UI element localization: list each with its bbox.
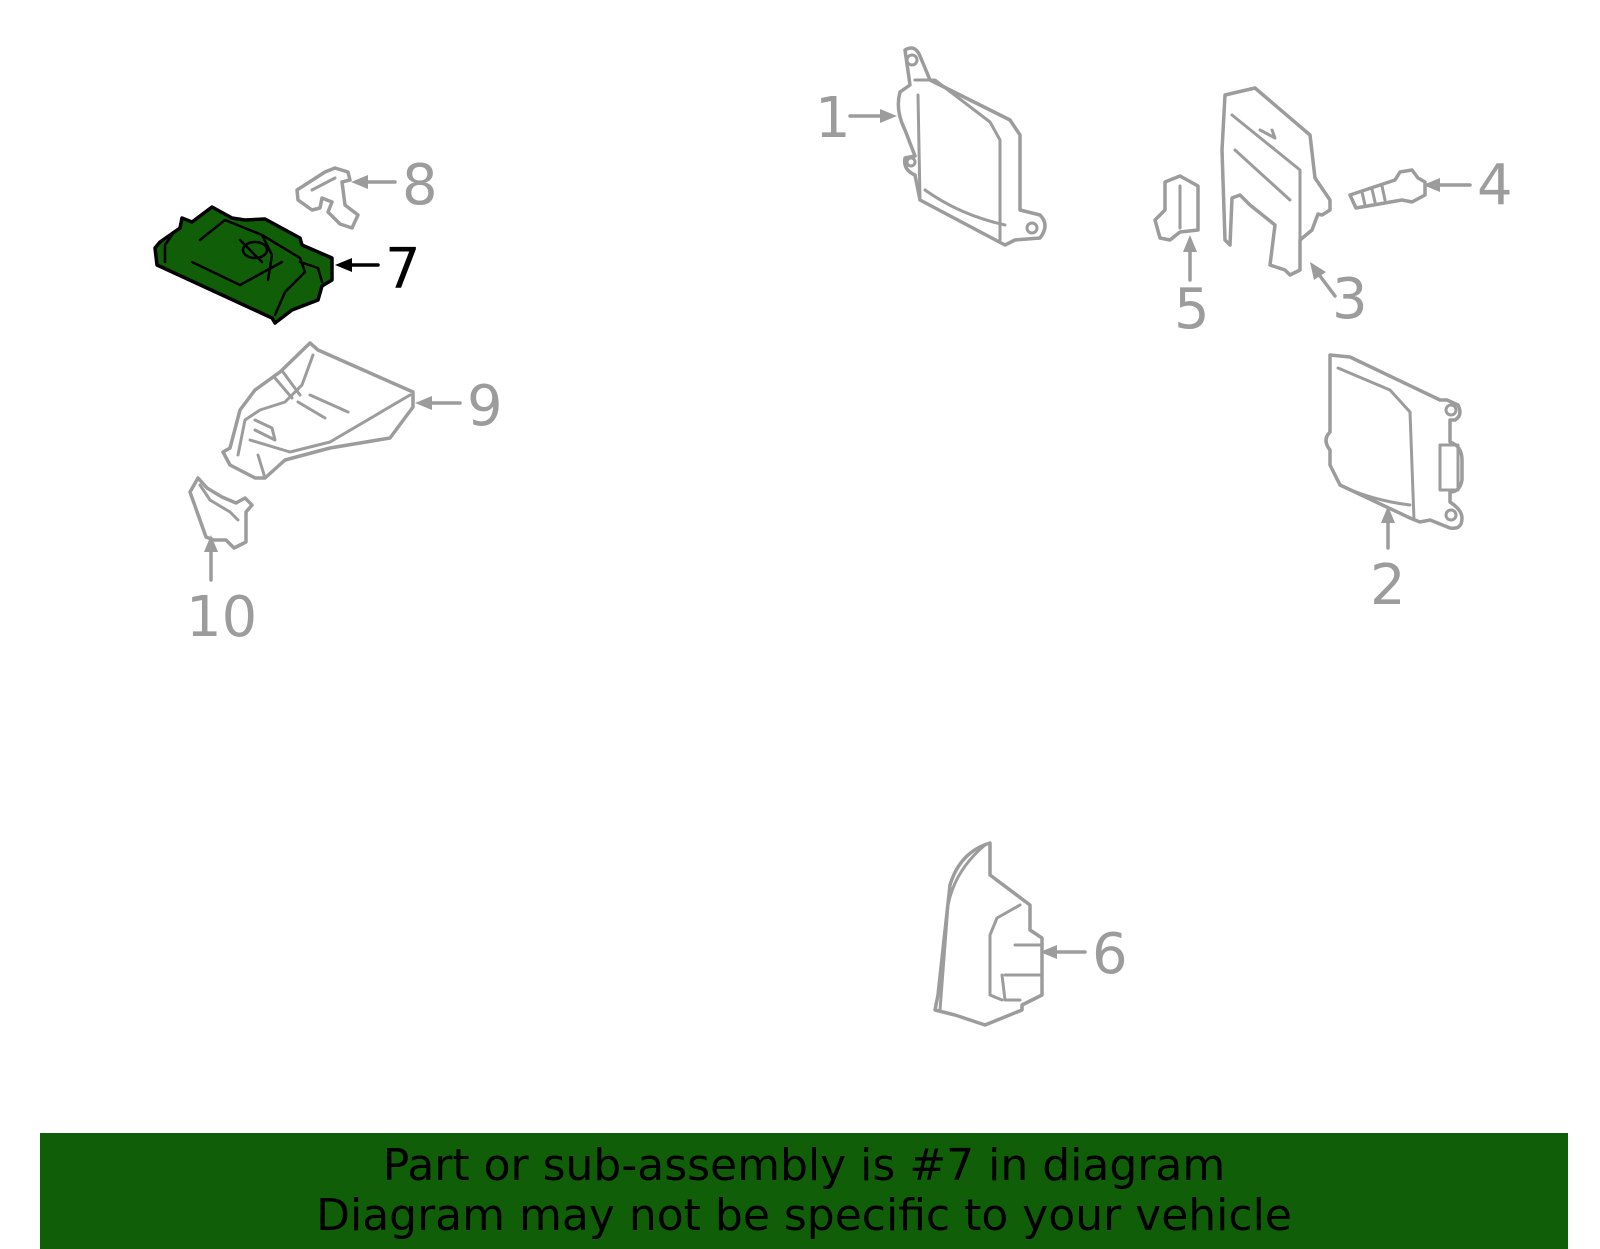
part-10[interactable] (188, 476, 254, 550)
callout-10: 10 (186, 585, 257, 650)
part-7-body[interactable] (153, 205, 334, 325)
callout-4: 4 (1477, 153, 1513, 218)
callout-8: 8 (402, 153, 438, 218)
callout-9: 9 (467, 374, 503, 439)
callout-5: 5 (1174, 277, 1210, 342)
banner-line-1: Part or sub-assembly is #7 in diagram (382, 1140, 1226, 1191)
callout-2: 2 (1370, 553, 1406, 618)
part-2[interactable] (1324, 353, 1464, 531)
banner-line-2: Diagram may not be specific to your vehi… (316, 1190, 1292, 1241)
callout-7: 7 (385, 237, 421, 302)
callout-1: 1 (815, 86, 851, 151)
part-4[interactable] (1348, 168, 1427, 210)
part-9[interactable] (221, 341, 415, 480)
part-7[interactable] (153, 205, 334, 325)
info-banner: Part or sub-assembly is #7 in diagram Di… (40, 1133, 1568, 1249)
part-5[interactable] (1153, 174, 1200, 242)
callout-6: 6 (1092, 922, 1128, 987)
part-6[interactable] (933, 841, 1044, 1027)
part-1[interactable] (896, 46, 1047, 247)
part-3[interactable] (1220, 86, 1332, 277)
part-8[interactable] (295, 166, 360, 230)
callout-3: 3 (1332, 267, 1368, 332)
